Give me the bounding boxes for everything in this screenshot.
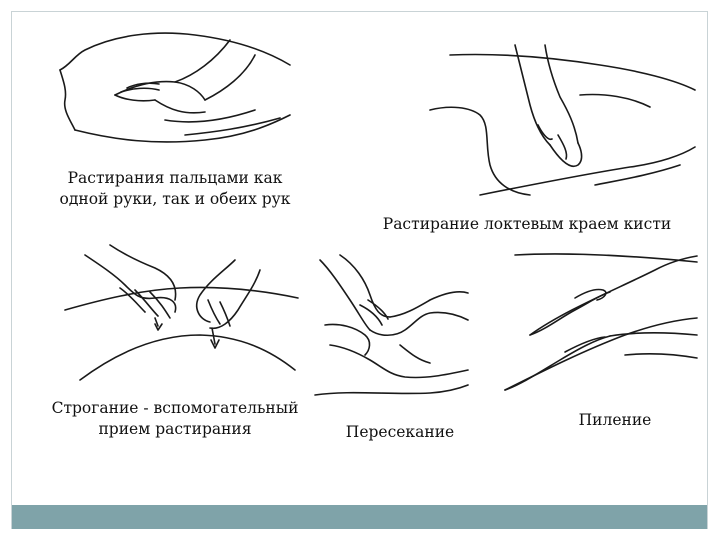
caption-planing-line-1: Строгание - вспомогательный: [51, 399, 299, 417]
bottom-accent-bar: [12, 505, 707, 529]
illustration-planing: [60, 240, 300, 388]
illustration-ulnar-edge-rubbing: [420, 35, 700, 200]
caption-fingers-rubbing-line-2: одной руки, так и обеих рук: [59, 190, 291, 208]
caption-fingers-rubbing-line-1: Растирания пальцами как: [67, 169, 283, 187]
illustration-sawing: [485, 240, 700, 395]
caption-planing: Строгание - вспомогательный прием растир…: [30, 398, 320, 440]
caption-ulnar-edge-rubbing: Растирание локтевым краем кисти: [382, 215, 672, 233]
caption-fingers-rubbing: Растирания пальцами как одной руки, так …: [40, 168, 310, 210]
illustration-crossing: [310, 245, 470, 410]
caption-planing-line-2: прием растирания: [98, 420, 252, 438]
caption-sawing: Пиление: [578, 411, 652, 429]
slide-frame: [11, 11, 708, 529]
caption-crossing: Пересекание: [345, 423, 455, 441]
illustration-fingers-rubbing: [55, 20, 295, 170]
